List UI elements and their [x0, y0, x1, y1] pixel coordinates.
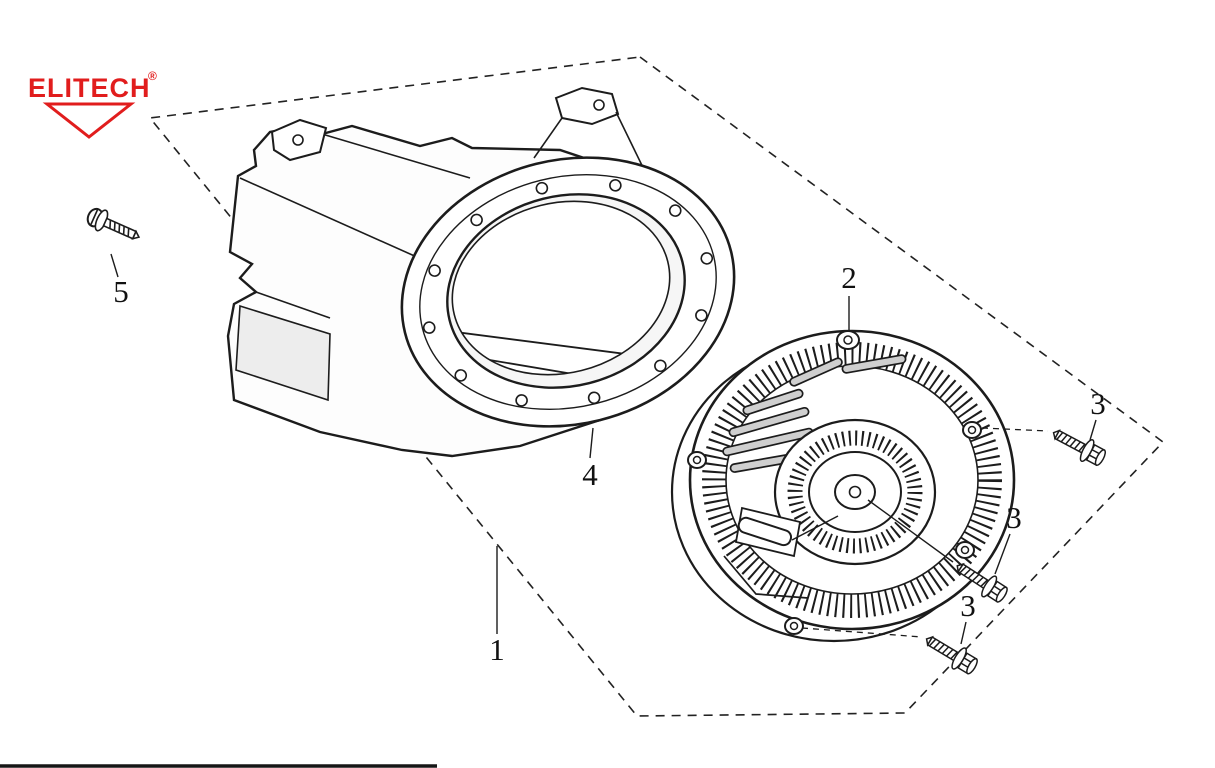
starter-mounting-lugs: [687, 330, 982, 635]
bolt-leader-line: [867, 499, 954, 563]
grille-slot: [728, 406, 810, 438]
callout-1-label: 1: [489, 632, 505, 667]
screw-tip: [131, 229, 141, 240]
part-5-screw: [86, 207, 141, 240]
screw-slot: [90, 209, 99, 225]
bolt-hole: [668, 204, 682, 217]
part-4-fan-housing: [226, 86, 736, 458]
grille-slot: [742, 388, 804, 416]
screw-thread: [118, 224, 121, 233]
brand-name: ELITECH: [28, 73, 151, 103]
lug-hole: [843, 335, 853, 345]
part-3-bolts: [801, 421, 1110, 679]
callout-3b-leader: [994, 533, 1011, 575]
recoil-rope: [791, 515, 839, 541]
tab-connector: [533, 117, 563, 159]
lug-hole: [967, 425, 977, 435]
lug-hole: [960, 545, 970, 555]
bolt-hole: [535, 181, 549, 195]
housing-crease: [239, 177, 429, 263]
bolt-hole: [654, 359, 667, 373]
lug-hole: [692, 455, 702, 465]
bolt-hole: [609, 179, 622, 192]
brand-logo: ELITECH ®: [28, 69, 157, 139]
bolt-hole: [695, 309, 708, 322]
bolt-leader-line: [981, 427, 1049, 432]
grille-slot: [841, 354, 907, 374]
housing-crease: [321, 133, 471, 179]
recoil-handle-assembly: [723, 506, 839, 599]
callout-3b-label: 3: [1006, 500, 1022, 535]
bolt-hole: [428, 264, 441, 277]
callout-4-label: 4: [582, 457, 598, 492]
housing-crease: [255, 291, 331, 319]
assembly-boundary-outline: [148, 56, 1165, 717]
starter-center-pulley: [773, 418, 937, 566]
brand-trademark: ®: [148, 69, 157, 83]
callout-2-label: 2: [841, 260, 857, 295]
callout-5-label: 5: [113, 274, 129, 309]
bolt-hole: [515, 394, 528, 407]
callout-4-leader: [589, 427, 594, 459]
starter-grille-slots: [722, 354, 907, 473]
tab-hole: [593, 99, 605, 111]
bolt-hole: [422, 321, 436, 334]
screw-thread: [122, 226, 125, 235]
screw-thread: [109, 219, 112, 229]
grille-slot: [789, 357, 843, 387]
brand-triangle-icon: [42, 102, 136, 139]
callout-3a-leader: [1089, 419, 1097, 441]
flange-bolt-hole-ring: [422, 179, 714, 407]
part-2-recoil-starter: [670, 329, 1016, 643]
tab-hole: [292, 134, 304, 146]
screw-thread: [127, 228, 130, 237]
bolt-bottom: [919, 627, 982, 679]
recoil-handle-grip: [737, 516, 793, 547]
bolt-hole: [454, 369, 468, 382]
rope-hole: [848, 485, 862, 499]
bolt-hole: [700, 252, 714, 265]
callout-3c-leader: [960, 621, 967, 645]
callout-3a-label: 3: [1090, 386, 1106, 421]
bolt-hole: [470, 213, 483, 227]
housing-opening-inner: [451, 200, 671, 376]
housing-right-tab: [554, 86, 620, 126]
lug-hole: [789, 621, 799, 631]
starter-vent-louvers: [702, 342, 1002, 618]
callout-5-leader: [110, 253, 119, 278]
bolt-leader-line: [801, 627, 923, 638]
callouts: 1 2 3 3 3 4 5: [110, 253, 1106, 667]
screw-thread: [113, 222, 116, 231]
housing-inset-panel: [235, 304, 331, 402]
bolt-hole: [587, 391, 601, 405]
bolt-top: [1047, 421, 1110, 471]
pulley-slat-ring: [787, 430, 923, 554]
latch-bracket: [723, 555, 809, 599]
callout-3c-label: 3: [960, 588, 976, 623]
